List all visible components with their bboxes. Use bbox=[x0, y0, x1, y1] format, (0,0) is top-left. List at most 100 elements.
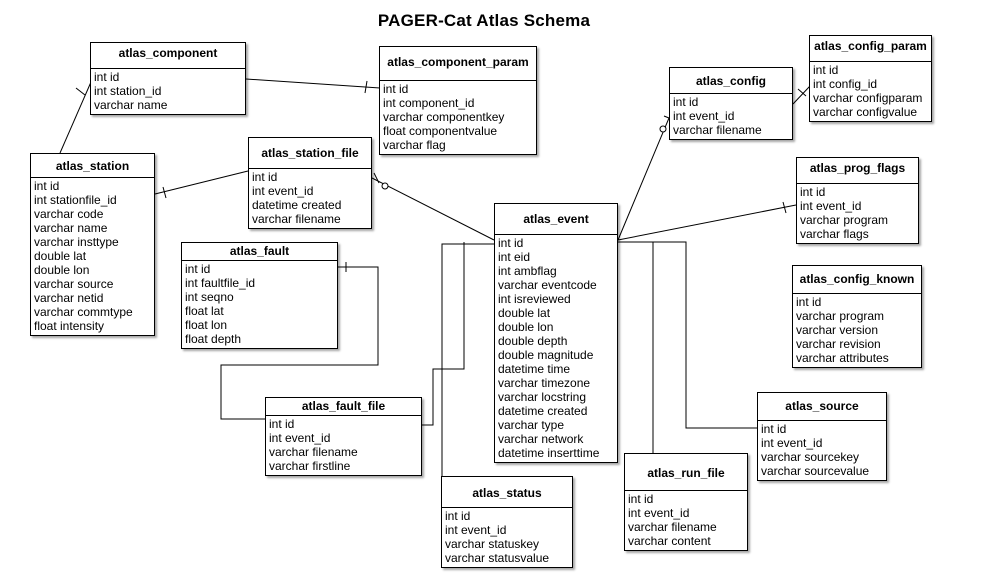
field: datetime inserttime bbox=[498, 446, 600, 460]
table-name: atlas_fault bbox=[182, 243, 337, 261]
field: varchar source bbox=[34, 277, 114, 291]
atlas-station-table[interactable]: atlas_station int id int stationfile_id … bbox=[30, 153, 155, 336]
atlas-component-param-table[interactable]: atlas_component_param int id int compone… bbox=[379, 46, 537, 155]
table-name: atlas_source bbox=[758, 393, 886, 421]
field: varchar sourcekey bbox=[761, 450, 860, 464]
atlas-station-file-table[interactable]: atlas_station_file int id int event_id d… bbox=[248, 137, 372, 229]
atlas-fault-table[interactable]: atlas_fault int id int faultfile_id int … bbox=[181, 242, 338, 349]
table-name: atlas_component bbox=[91, 43, 245, 69]
edge-station-to-component bbox=[59, 81, 92, 154]
edge-event-to-fault-file bbox=[422, 242, 465, 426]
table-name: atlas_status bbox=[442, 477, 572, 508]
field: int ambflag bbox=[498, 264, 557, 278]
table-name: atlas_config bbox=[670, 68, 792, 94]
field: double depth bbox=[498, 334, 568, 348]
field: int id bbox=[252, 170, 278, 184]
field: int event_id bbox=[628, 506, 690, 520]
field: datetime created bbox=[498, 404, 588, 418]
field: int faultfile_id bbox=[185, 276, 256, 290]
field: varchar revision bbox=[796, 337, 881, 351]
field-list: int id int station_id varchar name bbox=[91, 69, 245, 114]
field: varchar flag bbox=[383, 138, 446, 152]
edge-event-to-prog-flags bbox=[617, 201, 797, 241]
atlas-component-table[interactable]: atlas_component int id int station_id va… bbox=[90, 42, 246, 115]
field: double lon bbox=[34, 263, 90, 277]
field: float lat bbox=[185, 304, 224, 318]
atlas-config-known-table[interactable]: atlas_config_known int id varchar progra… bbox=[792, 265, 922, 368]
field: varchar locstring bbox=[498, 390, 587, 404]
field-list: int id int config_id varchar configparam… bbox=[810, 62, 931, 121]
field: varchar eventcode bbox=[498, 278, 597, 292]
table-name: atlas_config_param bbox=[810, 36, 931, 62]
field: varchar version bbox=[796, 323, 879, 337]
field: int id bbox=[813, 63, 839, 77]
edge-event-to-config bbox=[617, 115, 675, 241]
field: varchar filename bbox=[673, 123, 762, 137]
edge-config-to-config-param bbox=[792, 85, 811, 105]
table-name: atlas_station bbox=[31, 154, 154, 178]
field: varchar insttype bbox=[34, 235, 119, 249]
field: int seqno bbox=[185, 290, 234, 304]
field: varchar program bbox=[800, 213, 889, 227]
field: int component_id bbox=[383, 96, 475, 110]
field: double lat bbox=[498, 306, 551, 320]
field-list: int id int event_id varchar statuskey va… bbox=[442, 508, 572, 567]
field-list: int id int event_id varchar program varc… bbox=[797, 184, 918, 243]
field: datetime created bbox=[252, 198, 342, 212]
field: datetime time bbox=[498, 362, 571, 376]
field: varchar name bbox=[34, 221, 108, 235]
field: varchar commtype bbox=[34, 305, 133, 319]
field-list: int id int event_id datetime created var… bbox=[249, 169, 371, 228]
table-name: atlas_run_file bbox=[625, 454, 747, 491]
field: int id bbox=[94, 70, 120, 84]
field: int id bbox=[269, 417, 295, 431]
field: varchar netid bbox=[34, 291, 104, 305]
atlas-event-table[interactable]: atlas_event int id int eid int ambflag v… bbox=[494, 203, 618, 463]
field: int id bbox=[34, 179, 60, 193]
field: int id bbox=[185, 262, 211, 276]
field: int id bbox=[796, 295, 822, 309]
atlas-prog-flags-table[interactable]: atlas_prog_flags int id int event_id var… bbox=[796, 157, 919, 244]
atlas-status-table[interactable]: atlas_status int id int event_id varchar… bbox=[441, 476, 573, 568]
field: int id bbox=[628, 492, 654, 506]
atlas-run-file-table[interactable]: atlas_run_file int id int event_id varch… bbox=[624, 453, 748, 551]
field: varchar flags bbox=[800, 227, 869, 241]
edge-component-to-component-param bbox=[245, 78, 381, 94]
field: int id bbox=[445, 509, 471, 523]
field: int id bbox=[761, 422, 787, 436]
field: int event_id bbox=[445, 523, 507, 537]
atlas-config-param-table[interactable]: atlas_config_param int id int config_id … bbox=[809, 35, 932, 122]
field: int id bbox=[498, 236, 524, 250]
atlas-config-table[interactable]: atlas_config int id int event_id varchar… bbox=[669, 67, 793, 140]
table-name: atlas_prog_flags bbox=[797, 158, 918, 184]
field: int event_id bbox=[673, 109, 735, 123]
field: varchar type bbox=[498, 418, 565, 432]
field: varchar name bbox=[94, 98, 168, 112]
field: varchar network bbox=[498, 432, 584, 446]
table-name: atlas_event bbox=[495, 204, 617, 235]
field: double lon bbox=[498, 320, 554, 334]
edge-event-to-status bbox=[441, 243, 494, 476]
field: int event_id bbox=[761, 436, 823, 450]
field: varchar filename bbox=[628, 520, 717, 534]
field: double lat bbox=[34, 249, 87, 263]
table-name: atlas_config_known bbox=[793, 266, 921, 294]
atlas-fault-file-table[interactable]: atlas_fault_file int id int event_id var… bbox=[265, 397, 422, 476]
table-name: atlas_component_param bbox=[380, 47, 536, 81]
field: varchar filename bbox=[269, 445, 358, 459]
field-list: int id int component_id varchar componen… bbox=[380, 81, 536, 154]
field: varchar content bbox=[628, 534, 711, 548]
edge-event-to-run-file bbox=[618, 241, 654, 453]
field-list: int id varchar program varchar version v… bbox=[793, 294, 921, 367]
atlas-source-table[interactable]: atlas_source int id int event_id varchar… bbox=[757, 392, 887, 481]
field: float lon bbox=[185, 318, 228, 332]
field: varchar program bbox=[796, 309, 885, 323]
diagram-title: PAGER-Cat Atlas Schema bbox=[377, 11, 591, 30]
field-list: int id int event_id varchar filename var… bbox=[625, 491, 747, 550]
field: float depth bbox=[185, 332, 242, 346]
edge-station-file-to-event bbox=[371, 172, 495, 241]
field: int event_id bbox=[252, 184, 314, 198]
field: int config_id bbox=[813, 77, 878, 91]
field: float intensity bbox=[34, 319, 105, 333]
